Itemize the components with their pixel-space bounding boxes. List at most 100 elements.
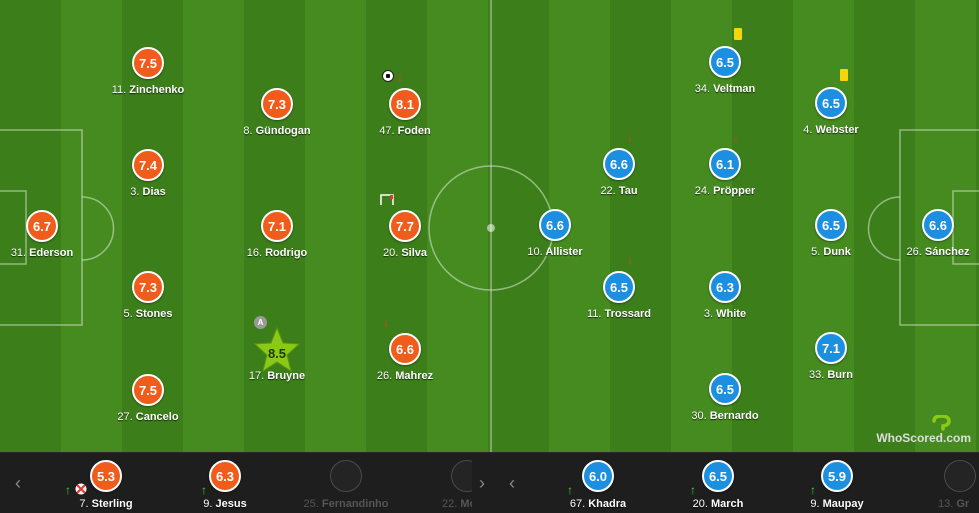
player-label: 34. Veltman	[694, 83, 756, 95]
player-away-trossard[interactable]: ↓ 6.5 11. Trossard	[564, 254, 674, 331]
rating-badge: 7.1	[815, 332, 847, 364]
player-away-burn[interactable]: 7.1 33. Burn	[776, 332, 886, 392]
subbed-off-arrow-icon: ↓	[383, 315, 389, 329]
rating-badge: 7.5	[132, 47, 164, 79]
rating-badge: 6.5	[702, 460, 734, 492]
player-away-dunk[interactable]: 6.5 5. Dunk	[776, 209, 886, 269]
captain-badge: A	[254, 316, 267, 329]
player-label: 7. Sterling	[79, 498, 133, 510]
player-away-allister[interactable]: 6.6 10. Allister	[500, 209, 610, 269]
rating-badge: 6.6	[922, 209, 954, 241]
player-label: 20. Silva	[382, 247, 428, 259]
sub-home-sterling[interactable]: ↑ 5.3 7. Sterling	[51, 453, 161, 513]
rating-badge-empty	[451, 460, 472, 492]
rating-badge: 6.5	[603, 271, 635, 303]
player-label: 30. Bernardo	[691, 410, 759, 422]
rating-badge: 7.7	[389, 210, 421, 242]
substitutes-bar: ‹ › ‹ ↑ 5.3 7. Sterling ↑ 6.3 9. Jesus 2…	[0, 452, 979, 513]
player-label: 9. Maupay	[810, 498, 864, 510]
player-home-cancelo[interactable]: 7.5 27. Cancelo	[93, 374, 203, 434]
sub-home-mo[interactable]: 22. Mo	[412, 453, 472, 513]
player-label: 17. Bruyne	[248, 370, 306, 382]
player-home-silva[interactable]: 7.7 20. Silva	[350, 194, 460, 270]
player-away-tau[interactable]: ↓ 6.6 22. Tau	[564, 131, 674, 208]
rating-badge: 5.3	[90, 460, 122, 492]
player-label: 11. Zinchenko	[111, 84, 185, 96]
player-home-foden[interactable]: ↓ 8.1 47. Foden	[350, 70, 460, 148]
player-away-webster[interactable]: 6.5 4. Webster	[776, 69, 886, 147]
player-away-bernardo[interactable]: 6.5 30. Bernardo	[670, 373, 780, 433]
player-label: 16. Rodrigo	[246, 247, 308, 259]
sub-away-khadra[interactable]: ↑ 6.0 67. Khadra	[543, 453, 653, 513]
player-away-white[interactable]: 6.3 3. White	[670, 271, 780, 331]
player-label: 31. Ederson	[10, 247, 74, 259]
subbed-on-arrow-icon: ↑	[810, 483, 816, 497]
player-label: 22. Tau	[600, 185, 638, 197]
player-away-sanchez[interactable]: 6.6 26. Sánchez	[883, 209, 979, 269]
player-label: 47. Foden	[379, 125, 431, 137]
sub-away-gr[interactable]: 13. Gr	[905, 453, 979, 513]
subbed-on-arrow-icon: ↑	[690, 483, 696, 497]
sub-home-fernandinho[interactable]: 25. Fernandinho	[291, 453, 401, 513]
away-subs-prev-button[interactable]: ‹	[509, 473, 515, 493]
player-label: 4. Webster	[803, 124, 859, 136]
player-away-veltman[interactable]: 6.5 34. Veltman	[670, 28, 780, 106]
sub-away-maupay[interactable]: ↑ 5.9 9. Maupay	[782, 453, 892, 513]
player-label: 26. Mahrez	[376, 370, 434, 382]
rating-badge: 7.4	[132, 149, 164, 181]
sub-away-march[interactable]: ↑ 6.5 20. March	[663, 453, 773, 513]
player-home-stones[interactable]: 7.3 5. Stones	[93, 271, 203, 331]
yellow-card-icon	[734, 28, 742, 40]
rating-badge: 7.1	[261, 210, 293, 242]
rating-badge: 6.1	[709, 148, 741, 180]
player-label: 67. Khadra	[569, 498, 627, 510]
man-of-the-match-star: 8.5	[253, 327, 301, 373]
player-home-rodrigo[interactable]: 7.1 16. Rodrigo	[222, 210, 332, 270]
subbed-off-arrow-icon: ↓	[397, 70, 403, 84]
player-home-mahrez[interactable]: ↓ 6.6 26. Mahrez	[350, 316, 460, 393]
brand-name: WhoScored.com	[876, 431, 971, 445]
player-label: 22. Mo	[442, 498, 472, 510]
rating-badge: 6.6	[389, 333, 421, 365]
rating-badge: 6.5	[709, 373, 741, 405]
player-home-bruyne[interactable]: A 8.5 17. Bruyne	[222, 316, 332, 393]
rating-badge-empty	[330, 460, 362, 492]
subbed-on-arrow-icon: ↑	[65, 483, 71, 497]
player-label: 13. Gr	[938, 498, 970, 510]
player-label: 9. Jesus	[203, 498, 247, 510]
player-home-ederson[interactable]: 6.7 31. Ederson	[0, 210, 97, 270]
subbed-on-arrow-icon: ↑	[567, 483, 573, 497]
rating-badge: 6.5	[815, 87, 847, 119]
player-label: 3. White	[703, 308, 747, 320]
home-subs-next-button[interactable]: ›	[479, 473, 485, 493]
player-label: 5. Dunk	[811, 246, 851, 258]
player-label: 20. March	[692, 498, 744, 510]
rating-badge: 7.3	[261, 88, 293, 120]
player-label: 8. Gündogan	[243, 125, 311, 137]
player-label: 3. Dias	[130, 186, 166, 198]
player-label: 26. Sánchez	[906, 246, 970, 258]
player-label: 5. Stones	[123, 308, 173, 320]
player-label: 27. Cancelo	[117, 411, 179, 423]
rating-badge: 6.0	[582, 460, 614, 492]
player-home-gundogan[interactable]: 7.3 8. Gündogan	[222, 88, 332, 148]
rating-badge: 6.3	[709, 271, 741, 303]
player-label: 25. Fernandinho	[303, 498, 389, 510]
whoscored-logo: WhoScored.com	[861, 415, 971, 445]
player-home-dias[interactable]: 7.4 3. Dias	[93, 149, 203, 209]
rating-badge: 8.1	[389, 88, 421, 120]
rating-badge: 6.6	[603, 148, 635, 180]
rating-badge: 6.5	[709, 46, 741, 78]
player-label: 11. Trossard	[586, 308, 651, 320]
sub-home-jesus[interactable]: ↑ 6.3 9. Jesus	[170, 453, 280, 513]
pitch: 7.5 11. Zinchenko 7.3 8. Gündogan ↓ 8.1 …	[0, 0, 979, 452]
player-away-propper[interactable]: ↓ 6.1 24. Pröpper	[670, 131, 780, 208]
home-subs-prev-button[interactable]: ‹	[15, 473, 21, 493]
rating-badge: 7.5	[132, 374, 164, 406]
subbed-on-arrow-icon: ↑	[201, 483, 207, 497]
brand-mark-icon	[932, 415, 951, 431]
player-home-zinchenko[interactable]: 7.5 11. Zinchenko	[93, 47, 203, 107]
rating-badge: 6.6	[539, 209, 571, 241]
player-label: 10. Allister	[527, 246, 583, 258]
